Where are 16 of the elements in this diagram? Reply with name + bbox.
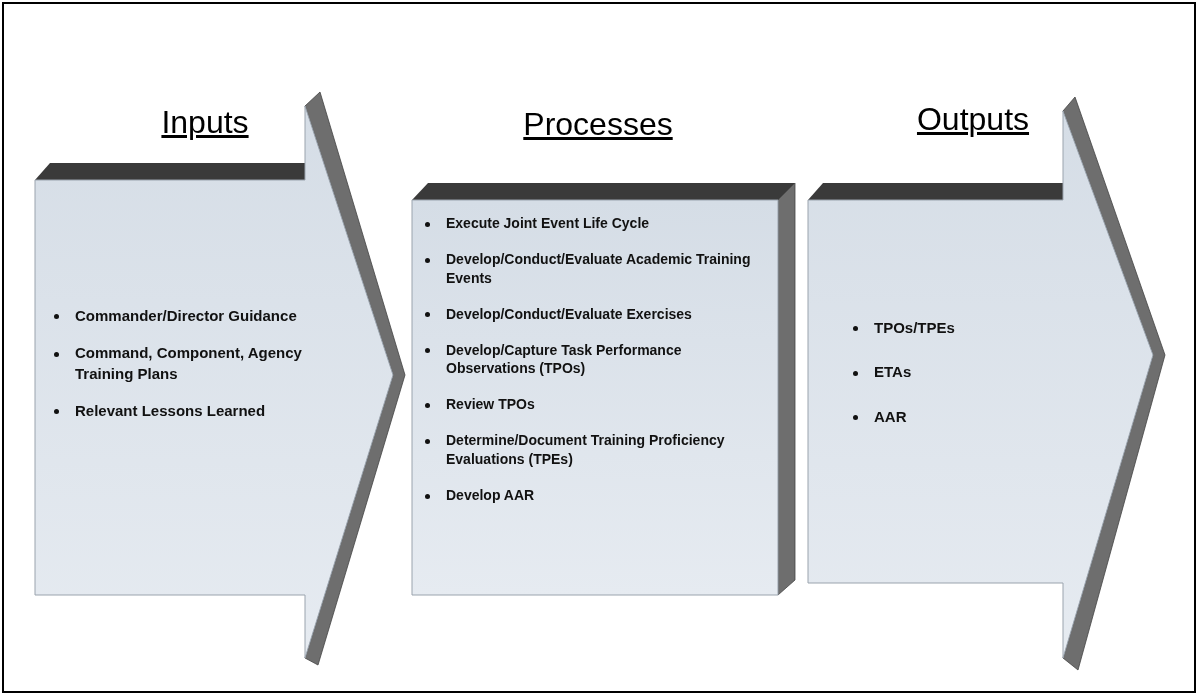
list-item-text: Develop/Capture Task Performance Observations (TPOs) [446, 341, 682, 377]
section-heading: Outputs [916, 101, 1030, 138]
list-item-text: AAR [874, 407, 907, 425]
list-item-text: Review TPOs [446, 396, 535, 413]
section-heading: Processes [523, 106, 673, 143]
section-heading: Inputs [161, 104, 249, 141]
list-item-text: ETAs [874, 363, 912, 381]
list-item-text: Execute Joint Event Life Cycle [446, 215, 650, 231]
list-item-text: TPOs/TPEs [874, 319, 955, 336]
list-item-text: Relevant Lessons Learned [75, 401, 266, 419]
list-item-text: Develop/Conduct/Evaluate Exercises [446, 305, 692, 322]
list-item-text: Commander/Director Guidance [75, 307, 297, 324]
list-item-text: Command, Component, Agency Training Plans [75, 344, 302, 382]
list-item-text: Develop/Conduct/Evaluate Academic Training Events [446, 250, 751, 286]
list-item-text: Determine/Document Training Proficiency Evaluations (TPEs) [446, 432, 725, 468]
list-item-text: Develop AAR [446, 487, 535, 503]
